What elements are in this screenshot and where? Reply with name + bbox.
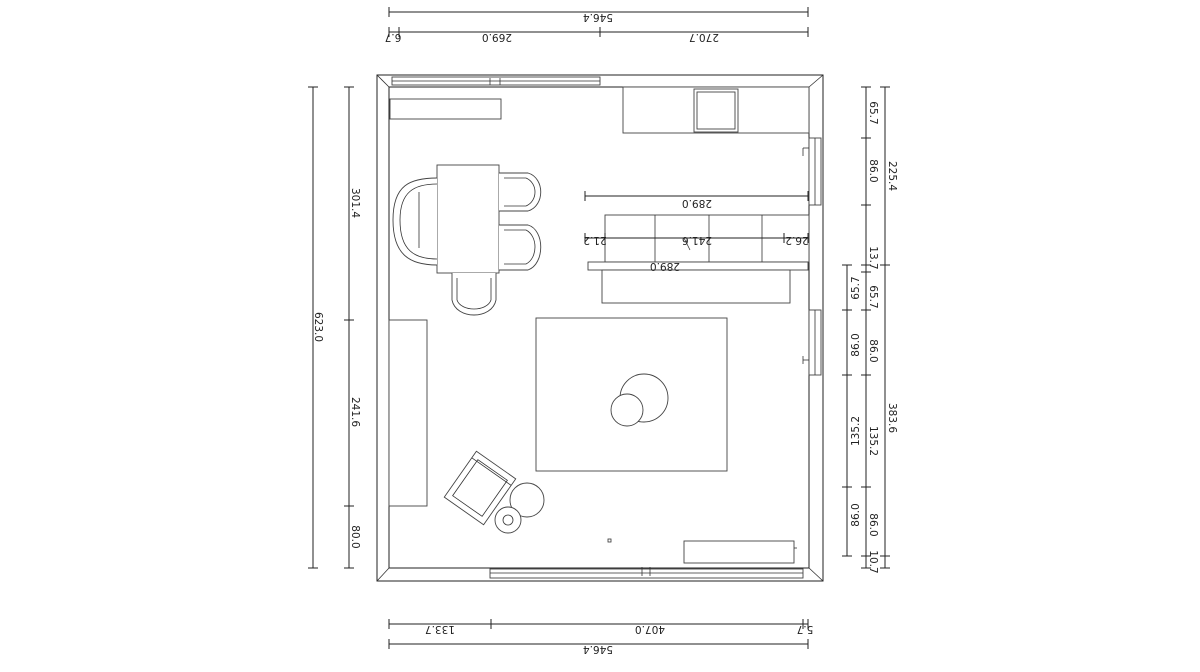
coffee-table-small — [610, 393, 644, 427]
island-bottom-label: 289.0 — [650, 260, 680, 272]
left-dimension-lines — [308, 86, 354, 569]
wall-shelf — [389, 98, 502, 120]
top-seg-a-label: 6.7 — [385, 31, 402, 43]
dining-chair-right-bottom — [499, 224, 542, 271]
right-e-label: 86.0 — [867, 339, 879, 362]
right-dimension-lines — [842, 86, 890, 569]
right-g-label: 86.0 — [867, 513, 879, 536]
right-a-label: 65.7 — [867, 101, 879, 124]
top-dimension-lines — [388, 7, 809, 37]
right-inner-b-label: 86.0 — [850, 333, 862, 356]
island-top-label: 289.0 — [682, 197, 712, 209]
right-b-label: 86.0 — [867, 159, 879, 182]
kitchen-island — [587, 214, 810, 304]
armchair — [443, 450, 517, 526]
dining-chair-left — [392, 177, 438, 266]
bottom-total-label: 546.4 — [583, 643, 613, 655]
left-seg-a-label: 301.4 — [349, 188, 361, 218]
right-inner-a-label: 65.7 — [850, 276, 862, 299]
left-seg-c-label: 80.0 — [349, 525, 361, 548]
island-dimension-lines — [584, 191, 809, 243]
right-window-lower — [802, 309, 822, 376]
dining-chair-bottom — [451, 273, 497, 316]
top-total-label: 546.4 — [583, 11, 613, 23]
left-total-label: 623.0 — [312, 312, 324, 342]
bottom-dimension-lines — [388, 619, 809, 649]
bottom-window — [489, 567, 804, 579]
right-outer-a-label: 225.4 — [886, 161, 898, 191]
right-inner-c-label: 135.2 — [850, 416, 862, 446]
floor-lamp — [494, 506, 522, 534]
right-inner-d-label: 86.0 — [850, 503, 862, 526]
tv-console — [683, 540, 795, 564]
right-d-label: 65.7 — [867, 285, 879, 308]
bottom-seg-b-label: 407.0 — [635, 623, 665, 635]
bottom-seg-c-label: 5.7 — [797, 623, 814, 635]
floor-lamp-base — [502, 514, 514, 526]
top-window — [391, 76, 601, 86]
right-f-label: 135.2 — [867, 426, 879, 456]
dining-table — [436, 164, 500, 274]
sideboard — [388, 319, 428, 507]
floor-mark — [607, 538, 612, 543]
kitchen-counter — [622, 86, 810, 134]
island-right-label: 26.2 — [785, 234, 808, 246]
right-c-label: 13.7 — [867, 246, 879, 269]
side-table — [509, 482, 545, 518]
right-window-upper — [802, 137, 822, 206]
island-mid-label: 241.6 — [682, 234, 712, 246]
dining-chair-right-top — [499, 172, 542, 212]
left-seg-b-label: 241.6 — [349, 397, 361, 427]
island-left-label: 21.2 — [583, 234, 606, 246]
top-seg-b-label: 269.0 — [482, 31, 512, 43]
top-seg-c-label: 270.7 — [689, 31, 719, 43]
right-outer-b-label: 383.6 — [886, 403, 898, 433]
right-h-label: 10.7 — [867, 550, 879, 573]
bottom-seg-a-label: 133.7 — [425, 623, 455, 635]
